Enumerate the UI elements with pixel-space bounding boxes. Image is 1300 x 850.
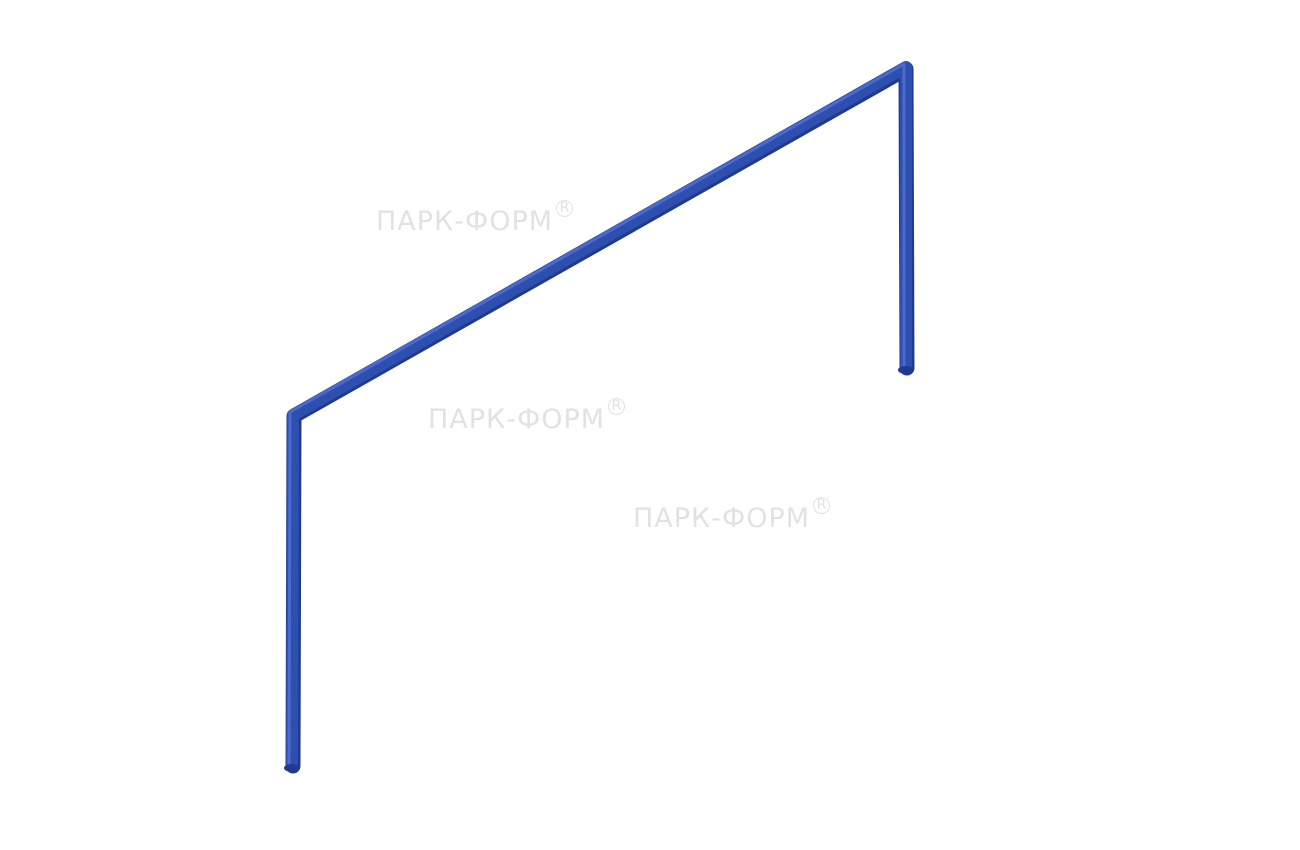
pipe-end-cap-right [898, 366, 914, 374]
watermark-text: ПАРК-ФОРМ [633, 503, 811, 534]
registered-mark-icon: R [556, 200, 574, 217]
watermark-text: ПАРК-ФОРМ [428, 404, 606, 435]
watermark-logo: ПАРК-ФОРМ R [428, 398, 626, 435]
registered-mark-icon: R [813, 497, 831, 514]
pipe-shadow [285, 61, 915, 774]
pipe-body [286, 61, 912, 772]
watermark-logo: ПАРК-ФОРМ R [376, 200, 574, 237]
pipe-end-cap-left [284, 764, 300, 772]
watermark-text: ПАРК-ФОРМ [376, 206, 554, 237]
pipe-highlight [287, 62, 906, 766]
registered-mark-icon: R [608, 398, 626, 415]
watermark-logo: ПАРК-ФОРМ R [633, 497, 831, 534]
